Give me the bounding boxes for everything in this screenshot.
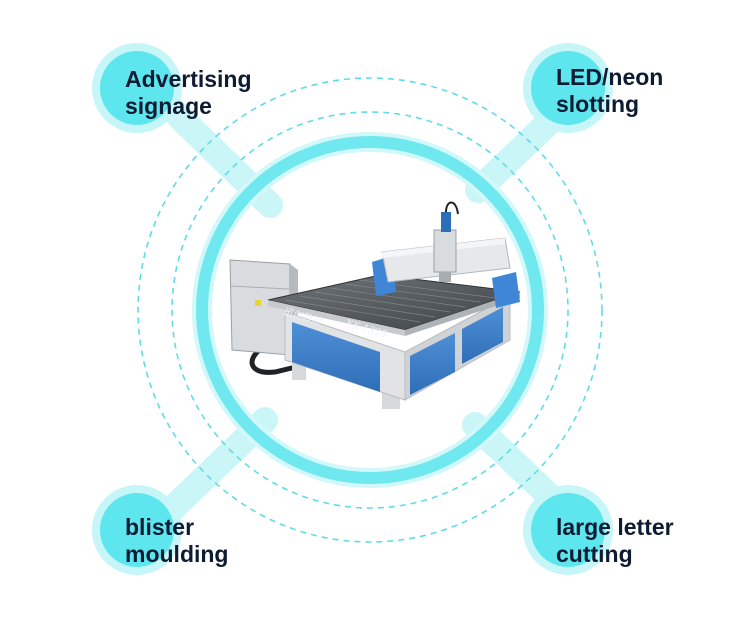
- label-bottom-right-line1: large letter: [556, 514, 674, 540]
- blue-panel-side-a: [410, 333, 455, 395]
- label-bottom-left-line2: moulding: [125, 541, 229, 567]
- blue-panel-front: [292, 322, 380, 392]
- label-top-right-line2: slotting: [556, 91, 640, 117]
- label-top-right-line1: LED/neon: [556, 64, 664, 90]
- label-bottom-left-line1: blister: [125, 514, 195, 540]
- label-top-left-line1: Advertising: [125, 66, 252, 92]
- label-top-left-line2: signage: [125, 93, 212, 119]
- label-bottom-right: large letter cutting: [556, 514, 674, 568]
- label-top-left: Advertising signage: [125, 66, 252, 120]
- label-bottom-left: blister moulding: [125, 514, 228, 568]
- inner-dashed-ring: [171, 111, 569, 509]
- label-top-right: LED/neon slotting: [556, 64, 663, 118]
- bubble-top-left: [100, 51, 174, 125]
- bubble-bottom-left: [100, 493, 174, 567]
- blue-panel-side-b: [462, 307, 503, 364]
- label-bottom-right-line2: cutting: [556, 541, 633, 567]
- bubble-bottom-right: [531, 493, 605, 567]
- cnc-machine-image: 迅创数控 XK-1325: [229, 201, 521, 409]
- gantry-right-foot: [492, 272, 520, 308]
- outer-dashed-ring: [137, 77, 603, 543]
- spindle-head: [433, 229, 457, 273]
- main-ring: [196, 136, 544, 484]
- bubbles: [92, 43, 613, 575]
- bubble-top-right: [531, 51, 605, 125]
